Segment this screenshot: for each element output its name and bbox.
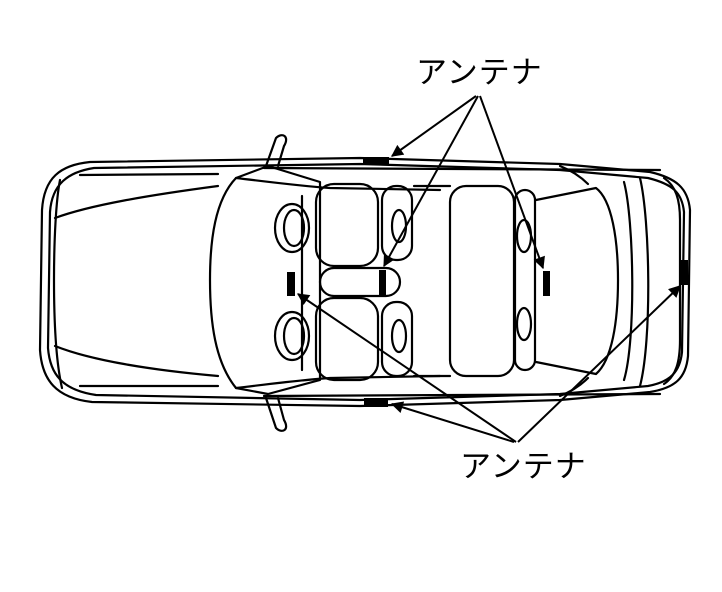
arrow-to-rear-bumper [517,285,681,443]
antenna-roof-left [363,157,389,165]
arrow-to-center-console [383,95,479,268]
arrow-to-front-floor [297,293,517,443]
antenna-rear-seat [543,271,550,296]
antenna-roof-right [364,398,388,407]
arrow-to-roof-left [391,95,477,157]
arrow-to-rear-seat [479,95,545,270]
antenna-front-floor [287,272,295,296]
antenna-label-top: アンテナ [416,55,543,91]
arrow-to-roof-right [390,401,515,443]
antenna-center-console [379,270,386,296]
antenna-rear-bumper [681,260,688,285]
car-body [38,134,692,432]
antenna-label-bottom: アンテナ [460,449,587,485]
leader-arrows [297,95,681,443]
antenna-markers [287,157,688,407]
